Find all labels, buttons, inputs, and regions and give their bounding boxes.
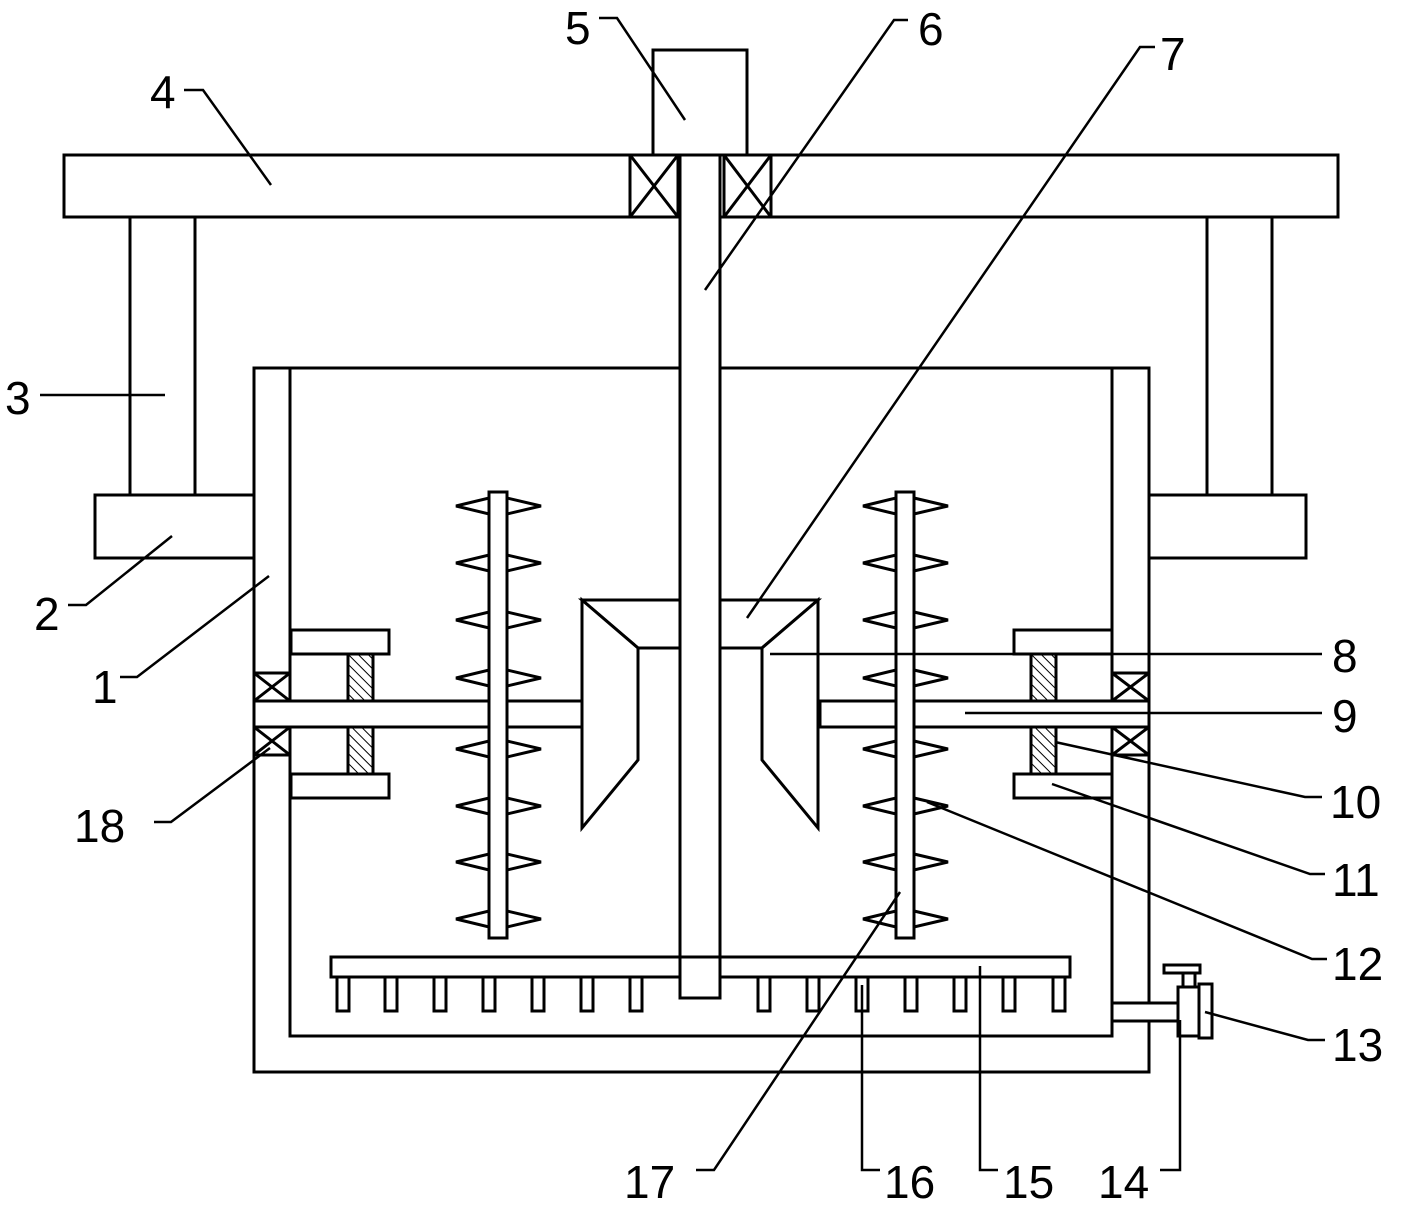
motor (651, 48, 749, 157)
label-13: 13 (1332, 1019, 1383, 1071)
support-bracket-left (93, 493, 256, 560)
label-16: 16 (884, 1156, 935, 1207)
label-2: 2 (34, 588, 60, 640)
support-bracket-right (1147, 493, 1308, 560)
stirring-rod-left (455, 490, 542, 940)
support-column-right (1205, 215, 1274, 497)
label-3: 3 (5, 372, 31, 424)
label-15: 15 (1003, 1156, 1054, 1207)
label-11: 11 (1332, 854, 1380, 906)
side-bearing-left-upper (252, 671, 292, 703)
label-1: 1 (92, 661, 118, 713)
label-17: 17 (624, 1156, 675, 1207)
horizontal-shaft-left (252, 699, 584, 729)
part-labels: 1 2 3 4 5 6 7 8 9 10 11 12 13 14 15 16 1… (5, 2, 1383, 1207)
spring-left-upper (346, 652, 375, 703)
label-8: 8 (1332, 630, 1358, 682)
spring-right-upper (1029, 652, 1058, 703)
label-5: 5 (565, 2, 591, 54)
leader-lines (40, 16, 1327, 1172)
label-12: 12 (1332, 938, 1383, 990)
side-bearing-right-lower (1110, 725, 1151, 757)
mounting-plate-left-lower (289, 772, 391, 800)
mounting-plate-left-upper (289, 628, 391, 656)
mounting-plate-right-lower (1012, 772, 1114, 800)
label-18: 18 (74, 800, 125, 852)
spring-right-lower (1029, 725, 1058, 776)
label-4: 4 (150, 66, 176, 118)
discharge-valve (1162, 963, 1214, 1040)
mounting-plate-right-upper (1012, 628, 1114, 656)
support-column-left (128, 215, 197, 497)
discharge-pipe (1110, 1001, 1180, 1023)
spring-left-lower (346, 725, 375, 776)
vertical-main-shaft (678, 153, 722, 1000)
side-bearing-right-upper (1110, 671, 1151, 703)
scraper-teeth (335, 975, 1067, 1013)
label-7: 7 (1160, 28, 1186, 80)
label-9: 9 (1332, 690, 1358, 742)
label-14: 14 (1098, 1156, 1149, 1207)
side-bearing-left-lower (252, 725, 292, 757)
label-10: 10 (1330, 776, 1381, 828)
label-6: 6 (918, 3, 944, 55)
